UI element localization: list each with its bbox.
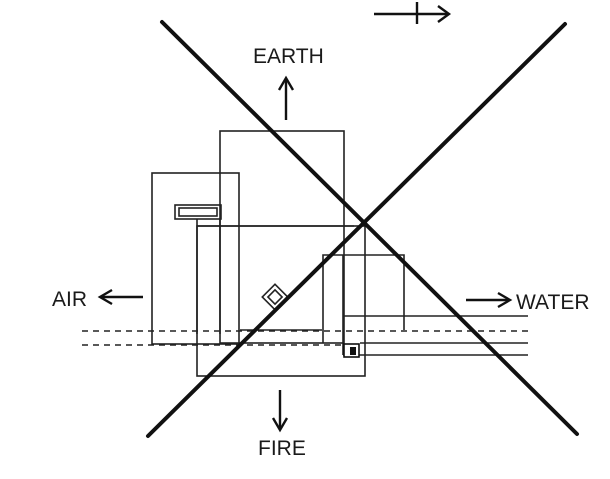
left-block: [151, 172, 240, 345]
diamond-marker: [261, 283, 289, 311]
earth-label: EARTH: [253, 45, 324, 68]
water-arrow-icon: [466, 291, 513, 309]
top-arrow-icon: [374, 2, 452, 24]
cross-lines: [146, 20, 579, 438]
right-structure: [322, 254, 405, 343]
earth-arrow-icon: [277, 75, 295, 120]
window-element: [174, 204, 222, 220]
water-label: WATER: [516, 291, 590, 314]
air-arrow-icon: [97, 288, 143, 306]
fire-label: FIRE: [258, 437, 306, 460]
fire-arrow-icon: [271, 390, 289, 433]
air-label: AIR: [52, 288, 87, 311]
building-plan: [82, 130, 528, 377]
